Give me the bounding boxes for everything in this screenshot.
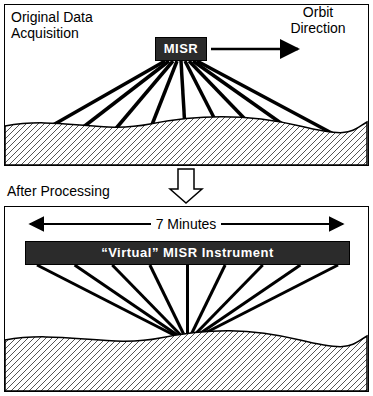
camera-ray <box>112 265 187 342</box>
camera-ray <box>37 265 188 342</box>
instrument-name: MISR <box>164 42 199 57</box>
camera-ray <box>186 265 189 342</box>
stage-heading: Original Data Acquisition <box>11 9 131 41</box>
camera-ray <box>150 265 188 342</box>
camera-ray <box>188 265 301 342</box>
terrain <box>5 331 367 391</box>
instrument-name: “Virtual” MISR Instrument <box>101 246 274 261</box>
camera-ray <box>188 265 339 342</box>
stage-panel: After Processing“Virtual” MISR Instrumen… <box>4 206 369 392</box>
camera-rays <box>37 265 338 342</box>
duration-label: 7 Minutes <box>151 216 222 232</box>
virtual-instrument-bar: “Virtual” MISR Instrument <box>25 241 350 265</box>
terrain <box>5 117 367 165</box>
orbit-arrow <box>211 48 298 51</box>
process-arrow <box>170 169 202 203</box>
instrument-box: MISR <box>155 37 207 61</box>
direction-label: Orbit Direction <box>278 4 358 36</box>
camera-ray <box>75 265 188 342</box>
stage-heading: After Processing <box>7 183 167 199</box>
